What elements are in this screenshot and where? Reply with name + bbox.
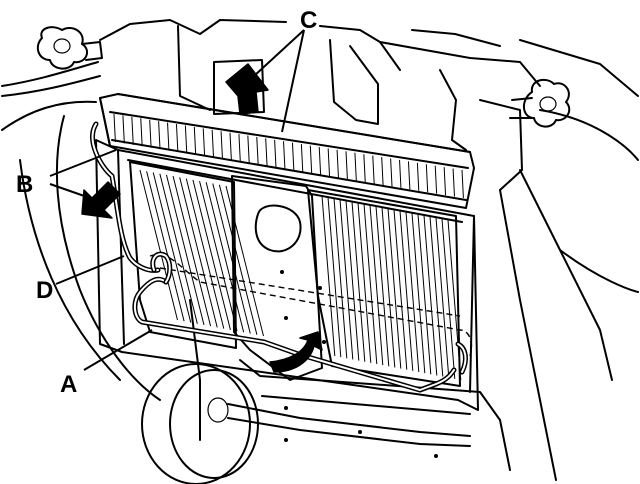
callout-c: C: [300, 7, 317, 34]
filter-slat: [443, 167, 447, 196]
callout-b: B: [16, 171, 33, 198]
filter-slat: [175, 124, 179, 153]
filter-slat: [229, 132, 232, 161]
filter-slat: [363, 203, 378, 365]
filter-slat: [113, 113, 116, 143]
filter-slat: [199, 180, 238, 332]
filter-slat: [202, 128, 206, 157]
filter-slat: [140, 118, 143, 147]
filter-slat: [407, 161, 411, 190]
filter-slat: [345, 200, 360, 361]
filter-slat: [425, 164, 429, 193]
machine-housing: [1, 19, 639, 484]
filter-slat: [441, 218, 456, 379]
filter-slat: [149, 119, 152, 148]
filter-slat: [452, 168, 455, 197]
filter-slat: [354, 152, 357, 181]
callout-a: A: [60, 371, 77, 398]
filter-slat: [220, 131, 223, 160]
filter-slat: [179, 177, 218, 328]
filter-slat: [447, 219, 462, 381]
filter-slat: [363, 154, 366, 183]
filter-slat: [461, 169, 464, 199]
filter-slat: [416, 162, 420, 191]
filter-slat: [192, 179, 231, 330]
filter-slat: [185, 178, 225, 329]
filter-slat: [405, 211, 420, 373]
filter-slat: [351, 201, 366, 362]
filter-slat: [256, 136, 259, 165]
filter-slat: [172, 176, 212, 327]
arrow-up-icon: [225, 63, 269, 115]
filter-slat: [122, 115, 125, 144]
filter-slat: [318, 147, 322, 176]
filter-slat: [211, 129, 215, 158]
filter-slat: [435, 217, 450, 378]
filter-slat: [309, 145, 313, 174]
leader-lines: [49, 29, 305, 371]
filter-slat: [291, 142, 295, 171]
filter-slat: [158, 121, 161, 150]
filter-slat: [167, 122, 170, 151]
filter-slat: [381, 207, 396, 368]
filter-slat: [333, 198, 348, 359]
filter-panel-right: [307, 189, 462, 387]
filter-slat: [193, 126, 197, 155]
filter-slat: [336, 149, 339, 178]
filter-slat: [345, 151, 348, 180]
arrow-down-left-icon: [81, 181, 121, 219]
filter-slat: [434, 165, 438, 194]
filter-slat: [417, 214, 432, 375]
filter-slat: [327, 148, 331, 177]
filter-slat: [381, 157, 384, 186]
filter-slat: [274, 139, 277, 168]
filter-slat: [357, 202, 372, 363]
filter-slat: [159, 173, 198, 324]
filter-slat: [339, 199, 354, 360]
filter-panel-left: [129, 161, 264, 349]
filter-slat: [300, 144, 304, 173]
callout-d: D: [36, 277, 53, 304]
filter-slat: [375, 206, 390, 367]
arrow-curved-down-icon: [269, 331, 323, 373]
filter-slat: [423, 215, 438, 376]
filter-slat: [369, 205, 384, 366]
filter-slat: [247, 135, 250, 164]
filter-slat: [390, 158, 393, 187]
filter-slat: [205, 182, 245, 333]
filter-slat: [399, 210, 414, 371]
filter-slat: [131, 116, 134, 145]
filter-slat: [212, 183, 251, 334]
filter-slat: [238, 134, 241, 163]
filter-slat: [184, 125, 188, 154]
filter-slat: [429, 216, 444, 377]
filter-slat: [321, 195, 336, 357]
filter-frame: [95, 139, 479, 411]
filter-slat: [411, 213, 426, 374]
retaining-wire: [90, 121, 473, 393]
filter-slat: [327, 197, 342, 358]
filter-slat: [372, 155, 375, 184]
filter-slat: [283, 141, 286, 170]
filter-slat: [139, 169, 178, 321]
filter-slat: [152, 172, 192, 323]
top-filter-cartridge: [99, 93, 475, 209]
filter-slat: [387, 208, 402, 369]
filter-slat: [218, 184, 258, 335]
filter-slat: [393, 209, 408, 370]
filter-slat: [265, 138, 268, 167]
filter-slat: [146, 171, 185, 322]
filter-slat: [165, 174, 205, 326]
filter-slat: [399, 159, 402, 188]
